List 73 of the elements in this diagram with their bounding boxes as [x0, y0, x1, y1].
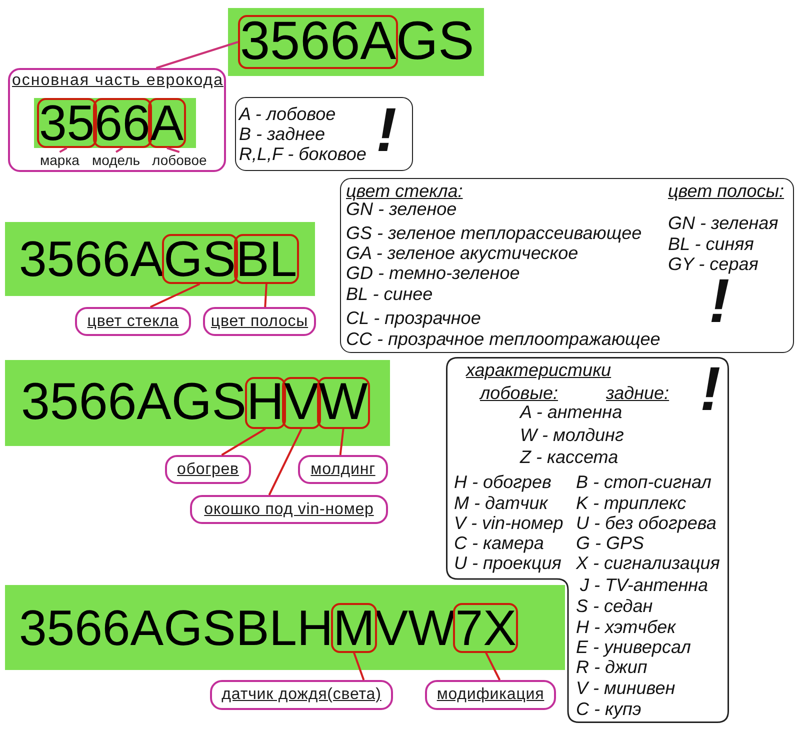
note-line: U - проекция	[454, 553, 562, 573]
note-line: X - сигнализация	[576, 553, 720, 573]
callout-box: цвет полосы	[203, 307, 316, 336]
note-heading: лобовые:	[480, 383, 558, 403]
exclamation-mark: !	[709, 277, 730, 327]
note-line: U - без обогрева	[576, 513, 716, 533]
code-strip	[228, 8, 484, 76]
exclamation-mark: !	[700, 365, 721, 415]
note-line: C - купэ	[576, 699, 642, 719]
code-text: 3566AGSBLH	[19, 604, 334, 650]
note-line: A - лобовое	[239, 104, 336, 124]
leader-line	[485, 652, 501, 680]
note-heading: цвет полосы:	[668, 181, 784, 201]
code-strip	[5, 585, 565, 670]
part-label: модель	[92, 152, 140, 168]
note-line: CL - прозрачное	[346, 308, 481, 328]
part-label: лобовое	[152, 152, 207, 168]
note-line: B - стоп-сигнал	[576, 472, 712, 492]
note-line: V - минивен	[576, 678, 676, 698]
note-line: M - датчик	[454, 493, 548, 513]
note-line: W - молдинг	[520, 425, 624, 445]
note-heading: характеристики	[466, 360, 612, 380]
note-line: G - GPS	[576, 533, 644, 553]
note-line: C - камера	[454, 533, 544, 553]
highlighted-segment: GS	[162, 234, 238, 284]
callout-box: молдинг	[298, 455, 388, 484]
note-line: K - триплекс	[576, 493, 686, 513]
note-line: GS - зеленое теплорассеивающее	[346, 223, 642, 243]
leader-line	[59, 147, 68, 153]
note-line: CC - прозрачное теплоотражающее	[346, 329, 660, 349]
leader-line	[264, 284, 268, 308]
callout-box	[8, 68, 226, 172]
highlighted-segment: M	[331, 602, 377, 652]
callout-box: обогрев	[165, 455, 251, 484]
highlighted-segment: 7X	[453, 602, 518, 652]
exclamation-mark: !	[376, 106, 397, 156]
note-line: GD - темно-зеленое	[346, 263, 520, 283]
note-line: R,L,F - боковое	[239, 144, 366, 164]
highlighted-segment: 35	[37, 98, 97, 148]
note-line: V - vin-номер	[454, 513, 564, 533]
leader-line	[352, 652, 365, 680]
note-heading: цвет стекла:	[346, 181, 463, 201]
note-box	[235, 97, 413, 171]
note-heading: задние:	[606, 383, 670, 403]
note-line: H - хэтчбек	[576, 617, 676, 637]
note-line: GN - зеленая	[668, 213, 778, 233]
note-line: BL - синее	[346, 284, 433, 304]
callout-box: модификация	[425, 680, 556, 710]
callout-box: окошко под vin-номер	[190, 495, 388, 524]
note-line: A - антенна	[520, 402, 622, 422]
note-line: R - джип	[576, 657, 648, 677]
note-line: GA - зеленое акустическое	[346, 243, 578, 263]
note-line: J - TV-антенна	[580, 575, 708, 595]
code-text: 3566AGS	[21, 379, 246, 427]
note-line: BL - синяя	[668, 234, 754, 254]
callout-box: цвет стекла	[75, 307, 191, 336]
note-box	[340, 178, 794, 353]
note-line: B - заднее	[239, 124, 326, 144]
highlighted-segment: 3566A	[238, 15, 398, 69]
leader-line	[156, 41, 238, 69]
leader-line	[268, 428, 302, 496]
code-text: GS	[396, 17, 474, 67]
note-line: GY - серая	[668, 254, 758, 274]
note-line: S - седан	[576, 596, 653, 616]
note-line: H - обогрев	[454, 472, 552, 492]
callout-box: датчик дождя(света)	[210, 680, 393, 710]
code-strip	[5, 360, 390, 446]
leader-line	[116, 147, 123, 153]
part-label: марка	[40, 152, 80, 168]
highlighted-segment: BL	[234, 234, 300, 284]
note-line: Z - кассета	[520, 447, 618, 467]
callout-heading: основная часть еврокода	[12, 72, 224, 90]
note-line: E - универсал	[576, 637, 691, 657]
